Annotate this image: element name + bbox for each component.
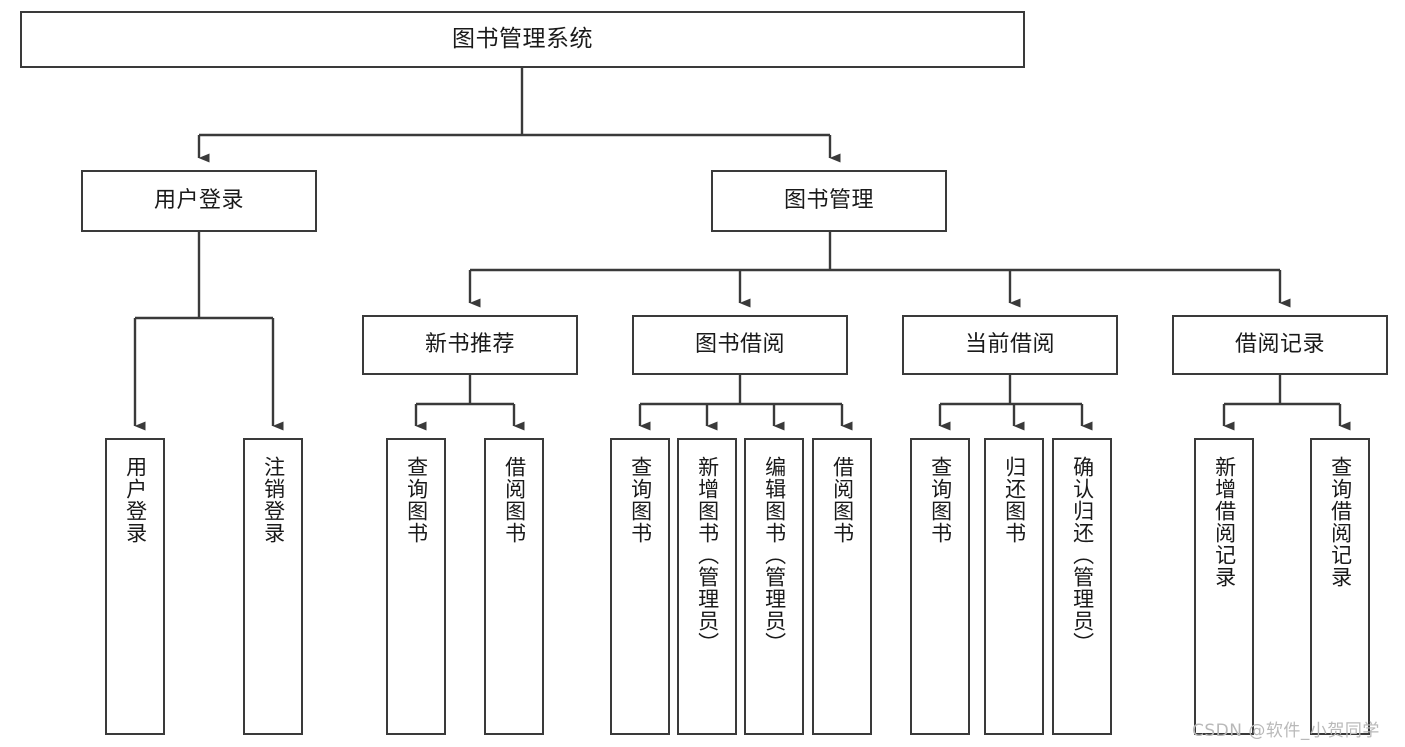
node-book-manage-label: 图书管理 [783, 188, 874, 214]
node-leaf-query-book-3[interactable]: 查询图书 [910, 438, 970, 735]
node-leaf-query-book-1-label: 查询图书 [404, 456, 429, 544]
node-book-borrow[interactable]: 图书借阅 [632, 315, 848, 375]
node-current-borrow-label: 当前借阅 [964, 332, 1055, 358]
edge-group-borrow-record [1222, 375, 1351, 431]
node-leaf-user-logout-label: 注销登录 [261, 456, 286, 544]
node-leaf-borrow-book-1-label: 借阅图书 [502, 456, 527, 544]
node-borrow-record[interactable]: 借阅记录 [1172, 315, 1388, 375]
node-leaf-edit-book[interactable]: 编辑图书（管理员） [744, 438, 804, 735]
node-user-login-label: 用户登录 [153, 188, 244, 214]
node-leaf-return-book-label: 归还图书 [1002, 456, 1027, 544]
node-leaf-add-record-label: 新增借阅记录 [1212, 456, 1237, 588]
edge-group-root [197, 68, 841, 163]
edge-group-book-manage [468, 232, 1291, 308]
node-leaf-confirm-return-label: 确认归还（管理员） [1070, 456, 1095, 654]
node-leaf-user-logout[interactable]: 注销登录 [243, 438, 303, 735]
node-leaf-query-record[interactable]: 查询借阅记录 [1310, 438, 1370, 735]
edge-group-book-borrow [638, 375, 853, 431]
node-leaf-borrow-book-1[interactable]: 借阅图书 [484, 438, 544, 735]
node-new-book-recommend[interactable]: 新书推荐 [362, 315, 578, 375]
node-leaf-edit-book-label: 编辑图书（管理员） [762, 456, 787, 654]
node-leaf-query-book-2-label: 查询图书 [628, 456, 653, 544]
node-leaf-add-book[interactable]: 新增图书（管理员） [677, 438, 737, 735]
node-leaf-add-record[interactable]: 新增借阅记录 [1194, 438, 1254, 735]
node-book-borrow-label: 图书借阅 [694, 332, 785, 358]
node-leaf-user-login[interactable]: 用户登录 [105, 438, 165, 735]
node-leaf-return-book[interactable]: 归还图书 [984, 438, 1044, 735]
node-leaf-confirm-return[interactable]: 确认归还（管理员） [1052, 438, 1112, 735]
node-book-manage[interactable]: 图书管理 [711, 170, 947, 232]
node-leaf-add-book-label: 新增图书（管理员） [695, 456, 720, 654]
edge-group-user-login [133, 232, 284, 431]
node-borrow-record-label: 借阅记录 [1234, 332, 1325, 358]
node-user-login[interactable]: 用户登录 [81, 170, 317, 232]
node-leaf-query-book-1[interactable]: 查询图书 [386, 438, 446, 735]
node-root-label: 图书管理系统 [452, 25, 593, 52]
node-new-book-recommend-label: 新书推荐 [424, 332, 515, 358]
node-leaf-borrow-book-2-label: 借阅图书 [830, 456, 855, 544]
edge-group-current-borrow [938, 375, 1093, 431]
node-leaf-query-record-label: 查询借阅记录 [1328, 456, 1353, 588]
node-current-borrow[interactable]: 当前借阅 [902, 315, 1118, 375]
edge-group-new-book-recommend [414, 375, 525, 431]
node-leaf-query-book-3-label: 查询图书 [928, 456, 953, 544]
node-leaf-user-login-label: 用户登录 [123, 456, 148, 544]
node-root[interactable]: 图书管理系统 [20, 11, 1025, 68]
node-leaf-borrow-book-2[interactable]: 借阅图书 [812, 438, 872, 735]
node-leaf-query-book-2[interactable]: 查询图书 [610, 438, 670, 735]
